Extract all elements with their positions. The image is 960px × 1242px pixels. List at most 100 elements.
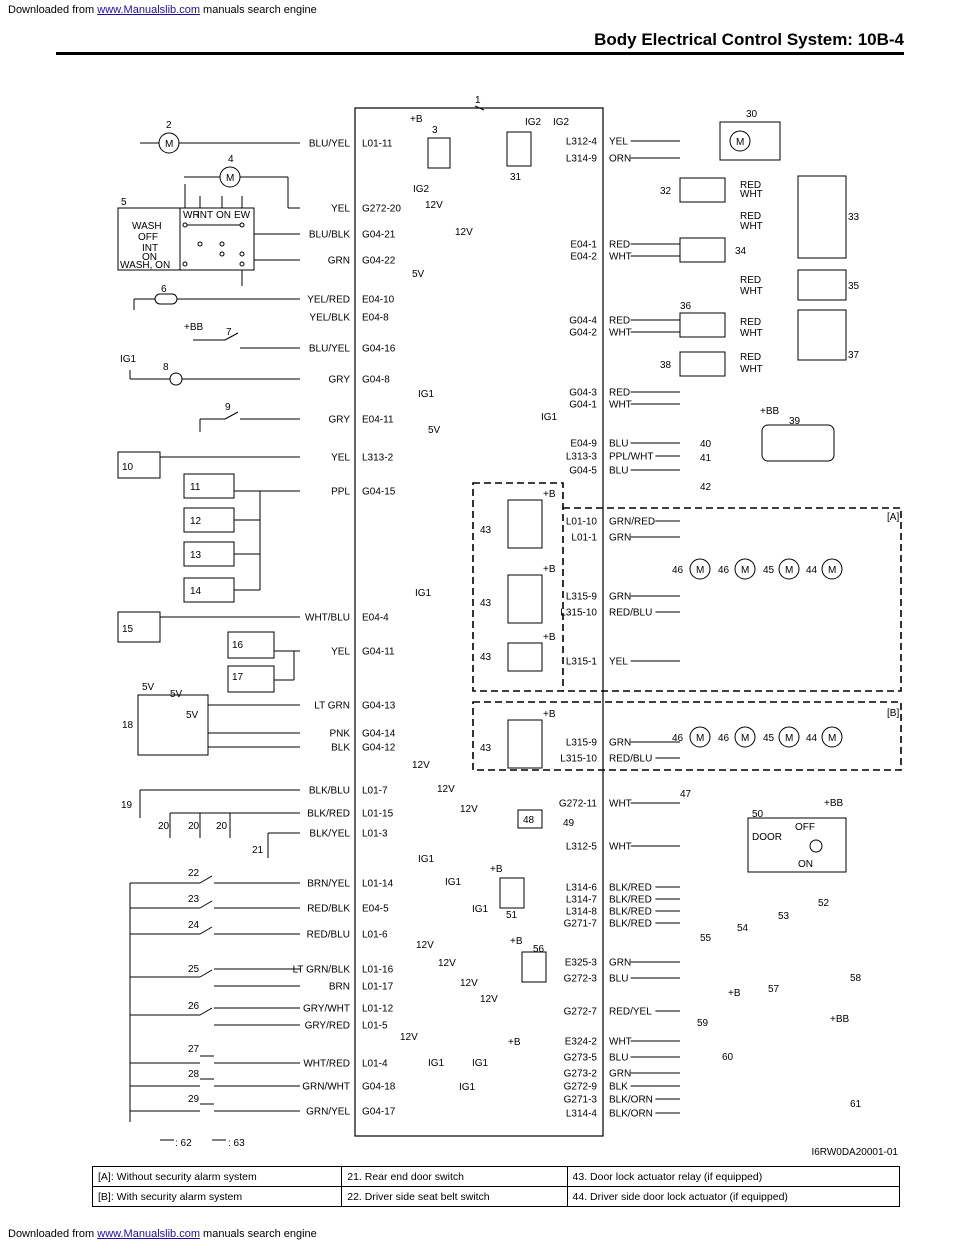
- terminal-label: L314-8: [566, 907, 598, 918]
- svg-text:30: 30: [746, 109, 758, 120]
- svg-text:28: 28: [188, 1069, 200, 1080]
- wire-color-label: BLK/ORN: [609, 1095, 653, 1106]
- terminal-label: G272-3: [564, 974, 598, 985]
- svg-text:20: 20: [188, 821, 200, 832]
- svg-text:+B: +B: [728, 988, 741, 999]
- footer-manualslib-link[interactable]: www.Manualslib.com: [97, 1228, 200, 1240]
- svg-text:IG1: IG1: [418, 854, 435, 865]
- manualslib-link[interactable]: www.Manualslib.com: [97, 4, 200, 16]
- wire-color-label: GRN: [328, 256, 350, 267]
- svg-text:12V: 12V: [437, 784, 455, 795]
- legend-cell: 21. Rear end door switch: [341, 1166, 568, 1187]
- wire-color-label: GRN: [609, 1069, 631, 1080]
- wire-color-label: GRN/WHT: [302, 1082, 350, 1093]
- svg-text:33: 33: [848, 212, 860, 223]
- terminal-label: E325-3: [565, 958, 598, 969]
- svg-text:47: 47: [680, 789, 692, 800]
- svg-text:RED: RED: [740, 317, 761, 328]
- svg-text:OFF: OFF: [138, 232, 158, 243]
- svg-text:12V: 12V: [412, 760, 430, 771]
- svg-text:25: 25: [188, 964, 200, 975]
- svg-text:24: 24: [188, 920, 200, 931]
- svg-text:9: 9: [225, 402, 231, 413]
- terminal-label: L01-11: [362, 139, 393, 150]
- footer-prefix: Downloaded from: [8, 1228, 98, 1240]
- wire-color-label: BLK/YEL: [309, 829, 350, 840]
- svg-text:5V: 5V: [186, 710, 199, 721]
- wire-color-label: YEL: [609, 657, 628, 668]
- terminal-label: L01-4: [362, 1059, 388, 1070]
- svg-text:IG1: IG1: [428, 1058, 445, 1069]
- svg-text:+BB: +BB: [760, 406, 780, 417]
- switch-9: [224, 411, 239, 420]
- terminal-label: L01-3: [362, 829, 388, 840]
- svg-text:12V: 12V: [416, 940, 434, 951]
- svg-text:WHT: WHT: [740, 328, 763, 339]
- terminal-label: L315-10: [560, 608, 597, 619]
- svg-text:6: 6: [161, 284, 167, 295]
- wire-color-label: BLK/RED: [609, 895, 652, 906]
- svg-text:M: M: [696, 565, 704, 576]
- svg-text:60: 60: [722, 1052, 734, 1063]
- svg-text:M: M: [736, 137, 744, 148]
- door-lock-motors-a: M46 M46 M45 M44: [672, 558, 843, 580]
- svg-text:IG2: IG2: [553, 117, 570, 128]
- svg-text:M: M: [741, 733, 749, 744]
- terminal-label: E04-9: [570, 439, 597, 450]
- terminal-label: L01-6: [362, 930, 388, 941]
- terminal-label: G04-18: [362, 1082, 396, 1093]
- relay-51: [499, 877, 525, 909]
- svg-text:5V: 5V: [170, 689, 183, 700]
- svg-text:+B: +B: [508, 1037, 521, 1048]
- legend-table: [A]: Without security alarm system 21. R…: [91, 1166, 901, 1207]
- terminal-label: L01-5: [362, 1021, 388, 1032]
- svg-text:5V: 5V: [412, 269, 425, 280]
- wiper-switch-5: 5 WR INT ON EW WASH OFF INT ON WASH, ON: [117, 184, 300, 286]
- relay-3: [427, 137, 451, 169]
- wire-color-label: LT GRN/BLK: [293, 965, 351, 976]
- svg-text:IG1: IG1: [459, 1082, 476, 1093]
- section-a-label: [A]: [887, 512, 899, 523]
- section-b-label: [B]: [887, 708, 899, 719]
- terminal-label: G04-12: [362, 743, 396, 754]
- left-switch-column: 22 23 24 25 26 27 28 29: [129, 868, 300, 1122]
- svg-text:48: 48: [523, 815, 535, 826]
- terminal-label: L314-7: [566, 895, 598, 906]
- wire-color-label: WHT: [609, 842, 632, 853]
- wire-color-label: BLU/YEL: [309, 139, 351, 150]
- wire-color-label: RED/BLK: [307, 904, 350, 915]
- svg-text:OFF: OFF: [795, 822, 815, 833]
- footer-suffix: manuals search engine: [199, 1228, 317, 1240]
- svg-text:39: 39: [789, 416, 801, 427]
- svg-text:12V: 12V: [480, 994, 498, 1005]
- wire-color-label: BLK/ORN: [609, 1109, 653, 1120]
- terminal-label: L315-1: [566, 657, 598, 668]
- right-wire-15: L315-1 YEL: [566, 657, 680, 668]
- section-a-frame: [563, 507, 902, 692]
- terminal-label: G04-5: [569, 466, 597, 477]
- svg-text:40: 40: [700, 439, 712, 450]
- wire-color-label: GRN: [609, 738, 631, 749]
- terminal-label: E04-11: [362, 415, 394, 426]
- svg-text:43: 43: [480, 743, 492, 754]
- svg-text:17: 17: [232, 672, 244, 683]
